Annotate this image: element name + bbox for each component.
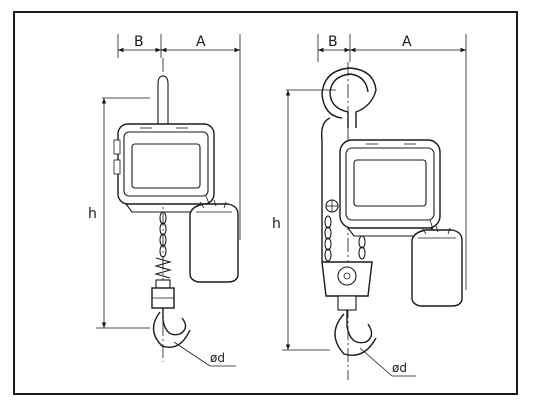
left-body-inner: [123, 131, 209, 197]
left-bottom-hook-outer: [152, 311, 191, 348]
left-body-window: [131, 143, 201, 189]
right-hook-neck: [337, 295, 357, 311]
right-leader-d: [359, 347, 393, 377]
right-label-h: h: [272, 216, 281, 232]
right-bottom-hook-outer: [334, 313, 377, 356]
right-chain-right: [358, 235, 366, 260]
left-chain: [159, 211, 167, 258]
right-side-frame: [320, 117, 335, 277]
left-label-a: A: [196, 34, 206, 50]
right-body-inner: [345, 147, 435, 221]
right-label-a: A: [402, 34, 412, 50]
left-label-d: ød: [210, 351, 225, 365]
left-pendant: [189, 195, 239, 283]
right-chain-left: [324, 215, 332, 262]
right-hoist: B A h: [272, 34, 467, 380]
right-body-window: [353, 159, 427, 207]
right-label-b: B: [328, 34, 338, 50]
left-label-b: B: [134, 34, 144, 50]
right-pulley: [337, 266, 357, 286]
left-top-stem: [157, 75, 169, 125]
right-label-d: ød: [392, 361, 407, 375]
left-leader-d: [173, 341, 211, 367]
left-bottom-hook: [162, 308, 187, 336]
left-side-tab-1: [113, 139, 121, 155]
right-pendant: [411, 219, 463, 307]
right-bottom-hook: [346, 310, 373, 344]
right-top-hook-outer: [321, 67, 377, 128]
left-label-h: h: [88, 206, 97, 222]
left-hoist: B A h: [88, 34, 241, 367]
right-hoist-body: [339, 139, 441, 229]
left-side-tab-2: [113, 159, 121, 175]
right-top-hook: [329, 73, 369, 128]
